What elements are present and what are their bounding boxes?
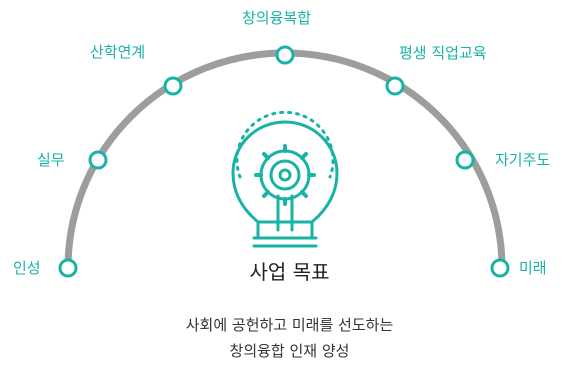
node-label-changui: 창의융복합	[242, 9, 312, 27]
node-label-jagi: 자기주도	[495, 151, 551, 169]
lightbulb-gear-icon	[231, 110, 339, 248]
node-mirae	[490, 258, 510, 278]
node-insung	[58, 258, 78, 278]
node-label-sanhak: 산학연계	[90, 43, 146, 61]
node-label-mirae: 미래	[519, 259, 547, 277]
goal-title: 사업 목표	[249, 260, 330, 284]
node-silmu	[88, 150, 108, 170]
node-label-pyeongsaeng: 평생 직업교육	[399, 44, 487, 62]
node-label-silmu: 실무	[37, 151, 65, 169]
node-jagi	[455, 150, 475, 170]
node-pyeongsaeng	[385, 76, 405, 96]
node-label-insung: 인성	[13, 259, 41, 277]
node-sanhak	[163, 76, 183, 96]
goal-description-line1: 사회에 공헌하고 미래를 선도하는	[185, 316, 394, 334]
goal-description-line2: 창의융합 인재 양성	[229, 342, 350, 360]
node-changui	[275, 45, 295, 65]
